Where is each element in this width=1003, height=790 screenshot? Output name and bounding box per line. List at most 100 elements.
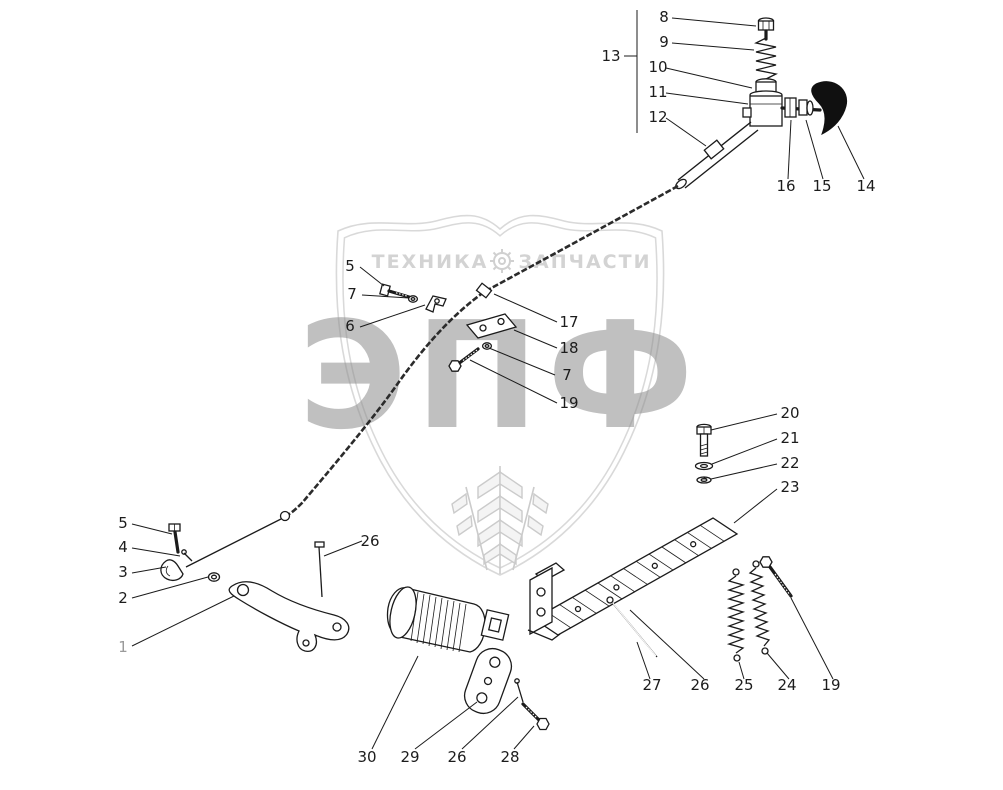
callout-15: 15 [812,177,831,195]
pin-26-bottom [514,678,524,703]
leader-25 [738,661,745,680]
leader-15 [805,119,824,180]
leader-14 [837,125,865,180]
control-cable [185,184,679,568]
leader-26-mid [629,609,705,680]
parts-artwork [160,17,848,731]
leader-21 [711,438,778,465]
clamp-6 [425,295,447,313]
callout-23: 23 [780,478,799,496]
leader-26-bottom [461,696,519,750]
leader-11 [665,92,749,105]
watermark: ТЕХНИКА ЗАПЧАСТИ ЭПФ [298,214,694,576]
leader-6 [359,304,426,328]
leader-3 [131,566,167,574]
leader-18 [513,329,558,349]
bracket-13 [624,10,638,133]
callout-labels: 8 9 10 11 12 13 16 15 14 5 7 6 17 18 7 1… [118,8,875,766]
watermark-shield-outer [335,214,665,576]
callout-5-lower: 5 [118,514,128,532]
callout-8: 8 [659,8,669,26]
callout-13: 13 [601,47,620,65]
callout-14: 14 [856,177,875,195]
callout-22: 22 [780,454,799,472]
callout-3: 3 [118,563,128,581]
callout-1: 1 [118,638,128,656]
leader-27 [636,641,651,680]
callout-6: 6 [345,317,355,335]
leader-30 [371,655,419,750]
leader-17 [493,293,558,323]
plate-29 [463,647,513,715]
callout-25: 25 [734,676,753,694]
lock-washer-22 [696,476,712,484]
leader-19-right [790,597,834,680]
callout-20: 20 [780,404,799,422]
leader-lines [131,10,865,750]
callout-29: 29 [400,748,419,766]
leader-22 [710,463,778,480]
handle-knob [811,81,848,136]
callout-2: 2 [118,589,128,607]
leader-10 [665,67,753,89]
bolt-5-lower [168,523,181,554]
callout-26-bottom: 26 [447,748,466,766]
callout-17: 17 [559,313,578,331]
solenoid-30 [386,586,510,653]
leader-5-upper [359,266,385,287]
callout-28: 28 [500,748,519,766]
callout-19-right: 19 [821,676,840,694]
washer-7-upper [407,295,419,303]
callout-21: 21 [780,429,799,447]
leader-24 [766,652,790,680]
callout-30: 30 [357,748,376,766]
bolt-19-right [759,556,793,598]
callout-12: 12 [648,108,667,126]
leader-28 [513,725,535,750]
spring-24 [748,560,771,655]
leader-7-right [488,347,556,376]
mounting-bracket-18 [465,313,518,339]
leader-2 [131,576,209,599]
leader-5-lower [131,523,173,535]
callout-18: 18 [559,339,578,357]
clamp-3 [160,559,184,581]
leader-8 [671,17,757,27]
callout-24: 24 [777,676,796,694]
bolt-20 [696,423,712,457]
callout-11: 11 [648,83,667,101]
leader-19-left [469,359,558,404]
callout-9: 9 [659,33,669,51]
spring-25 [726,568,746,662]
callout-16: 16 [776,177,795,195]
watermark-word-left: ТЕХНИКА [372,251,489,273]
callout-4: 4 [118,538,128,556]
leader-4 [131,547,181,557]
wheat-emblem-icon [451,466,549,574]
callout-10: 10 [648,58,667,76]
washer-2 [207,572,221,582]
bolt-19-left [448,347,480,372]
leader-16 [787,119,792,180]
leader-23 [733,488,778,524]
leader-9 [671,42,755,51]
leader-12 [665,117,707,147]
leader-7-upper [361,294,410,299]
pin-27 [606,596,658,658]
mounting-plate-23 [527,517,739,641]
callout-19-left: 19 [559,394,578,412]
callout-7-right: 7 [562,366,572,384]
leader-29 [414,701,478,750]
leader-1 [131,595,235,647]
lever-1 [228,581,350,652]
bolt-28 [521,702,550,731]
pin-26-left [314,541,325,598]
control-knob-assembly [742,17,848,136]
callout-5-upper: 5 [345,257,355,275]
callout-26-mid: 26 [690,676,709,694]
washer-21 [694,461,714,471]
pin-4 [181,549,193,562]
leader-26-left [323,540,363,557]
